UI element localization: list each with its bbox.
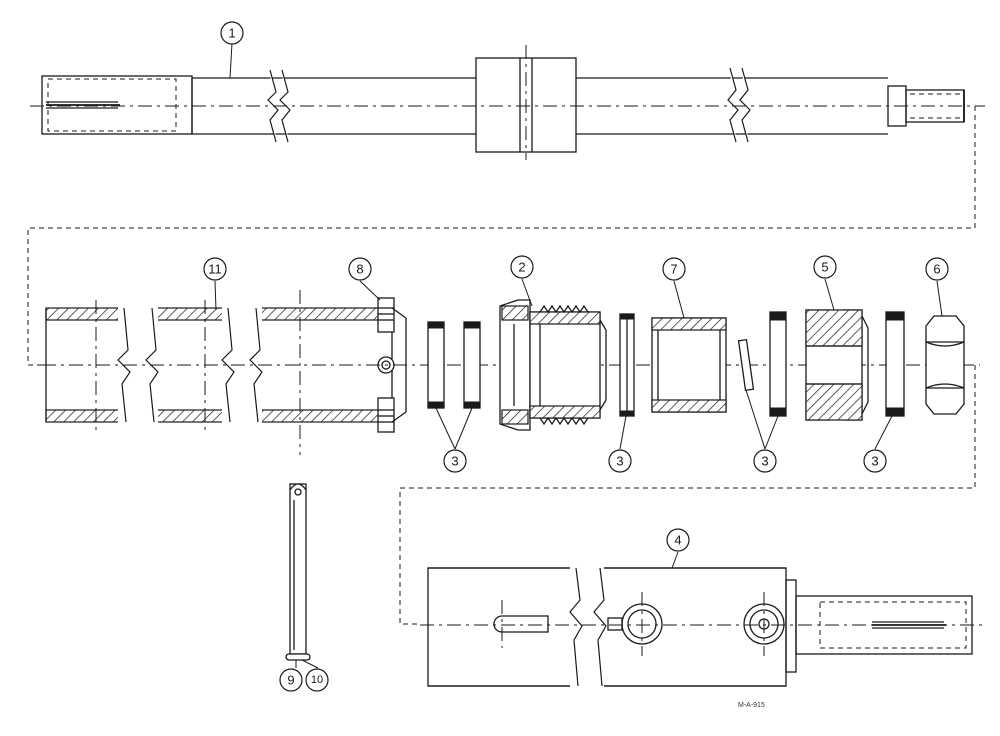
retaining-ring <box>737 338 755 392</box>
assembly-path-1 <box>27 106 976 366</box>
seal-part-3b <box>619 313 635 417</box>
callout-11: 11 <box>203 257 227 281</box>
callout-3-b: 3 <box>608 449 632 473</box>
seal-part-3d <box>885 311 905 417</box>
callout-7: 7 <box>662 257 686 281</box>
svg-text:7: 7 <box>670 262 677 277</box>
callout-5: 5 <box>813 255 837 279</box>
drawing-id: M-A-915 <box>738 702 765 709</box>
callout-3-a: 3 <box>443 449 467 473</box>
callout-8: 8 <box>348 257 372 281</box>
svg-text:3: 3 <box>451 454 458 469</box>
svg-text:9: 9 <box>287 673 294 688</box>
svg-text:2: 2 <box>518 260 525 275</box>
set-screw-part-8 <box>377 297 395 433</box>
callout-2: 2 <box>510 255 534 279</box>
shaft-part-1 <box>30 45 985 160</box>
callout-4: 4 <box>666 528 690 552</box>
svg-text:4: 4 <box>674 533 681 548</box>
callout-9: 9 <box>279 668 303 692</box>
gland-part-2 <box>499 299 607 431</box>
leaders <box>214 42 943 669</box>
svg-text:3: 3 <box>616 454 623 469</box>
callout-3-d: 3 <box>863 449 887 473</box>
svg-text:3: 3 <box>761 454 768 469</box>
seal-part-3c <box>769 311 787 417</box>
callout-6: 6 <box>925 257 949 281</box>
piston-part-5 <box>805 309 869 421</box>
svg-text:5: 5 <box>821 260 828 275</box>
svg-text:3: 3 <box>871 454 878 469</box>
callout-3-c: 3 <box>753 449 777 473</box>
callout-10: 10 <box>305 668 329 692</box>
svg-text:1: 1 <box>228 26 235 41</box>
clevis-block-part-4 <box>420 560 985 694</box>
svg-text:10: 10 <box>311 674 323 686</box>
assembly-path-2 <box>399 365 976 625</box>
svg-text:6: 6 <box>933 262 940 277</box>
seal-pair-part-3a <box>427 321 481 409</box>
clevis-pin-part-9 <box>285 483 311 661</box>
nut-part-6 <box>925 315 965 415</box>
svg-text:8: 8 <box>356 262 363 277</box>
callout-1: 1 <box>220 21 244 45</box>
svg-text:11: 11 <box>208 262 222 277</box>
tube-part-11 <box>45 290 407 455</box>
bushing-part-7 <box>651 317 727 413</box>
